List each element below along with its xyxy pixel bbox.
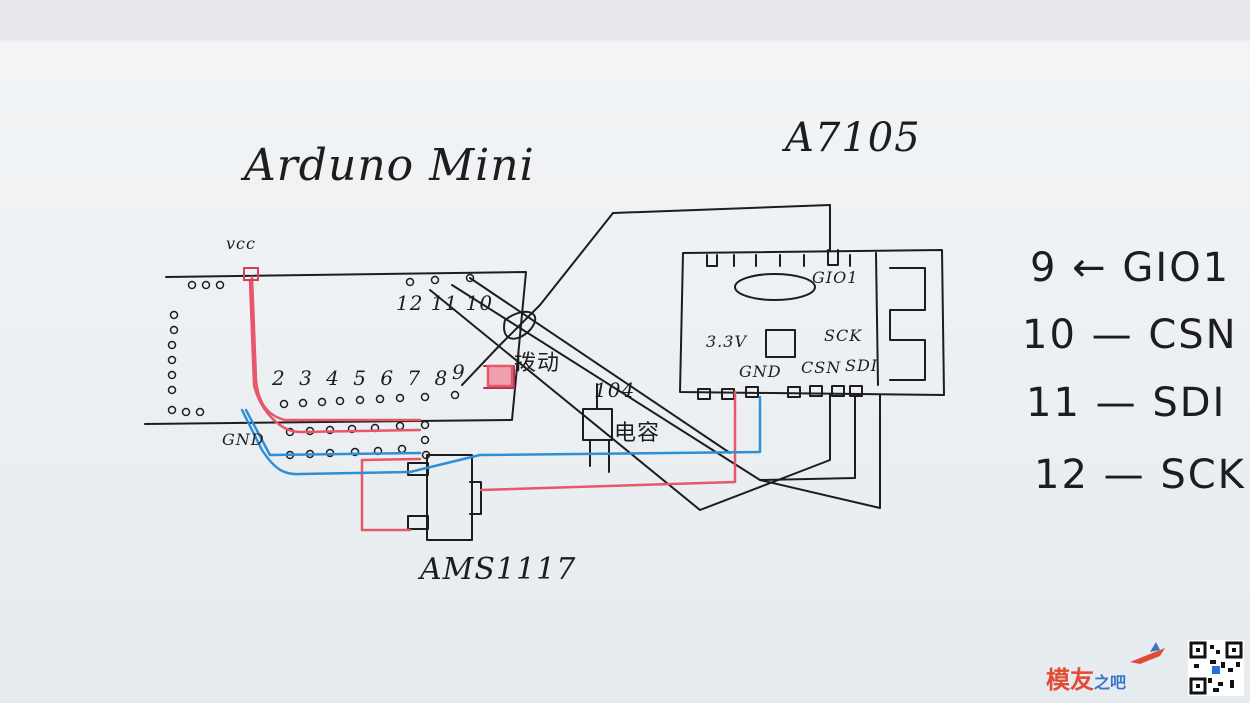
pins-bottom-label: 2 3 4 5 6 7 8 [272, 366, 452, 390]
capacitor [582, 383, 613, 473]
blue-ground-wires [240, 395, 762, 476]
gnd-module-label: GND [739, 362, 782, 381]
wire-sck [612, 204, 831, 251]
wire-sdi [759, 394, 856, 481]
vcc-pad [243, 267, 259, 281]
watermark-logo: 模友之吧 [1046, 666, 1127, 694]
wire-diagonal-4 [469, 277, 731, 454]
csn-label: CSN [801, 358, 842, 377]
gio1-label: GIO1 [812, 268, 859, 287]
arduino-title: Arduno Mini [244, 140, 535, 191]
regulator-label: AMS1117 [420, 552, 577, 587]
vcc-label: vcc [226, 234, 256, 253]
sck-label: SCK [824, 326, 863, 345]
arduino-board-outline [144, 271, 527, 425]
wire-loop [503, 310, 537, 340]
legend-row: 9 ← GIO1 [1030, 245, 1231, 291]
v33-label: 3.3V [706, 332, 747, 351]
legend-row: 12 — SCK [1034, 452, 1246, 498]
a7105-module-outline [679, 249, 945, 396]
qr-code-icon [1188, 640, 1244, 696]
a7105-chip [734, 273, 816, 301]
wire-diagonal-3 [451, 284, 881, 509]
switch-label: 拨动 [514, 351, 561, 376]
ams1117-regulator [407, 454, 482, 541]
red-power-wires [248, 275, 737, 532]
legend-row: 10 — CSN [1022, 312, 1238, 358]
a7105-top-pins [706, 249, 851, 267]
sdi-label: SDI [845, 356, 879, 375]
wire-diagonal-1 [461, 212, 614, 386]
pins-top-label: 12 11 10 [396, 291, 494, 315]
cap-value-label: 104 [594, 378, 636, 402]
pin-9-label: 9 [452, 360, 466, 384]
module-title: A7105 [785, 115, 921, 161]
cap-label: 电容 [614, 421, 661, 446]
wire-csn [699, 394, 831, 511]
gnd-left-label: GND [222, 430, 265, 449]
legend-row: 11 — SDI [1026, 380, 1227, 426]
a7105-antenna [875, 252, 926, 386]
wire-diagonal-2 [429, 289, 701, 511]
a7105-component [765, 329, 796, 358]
